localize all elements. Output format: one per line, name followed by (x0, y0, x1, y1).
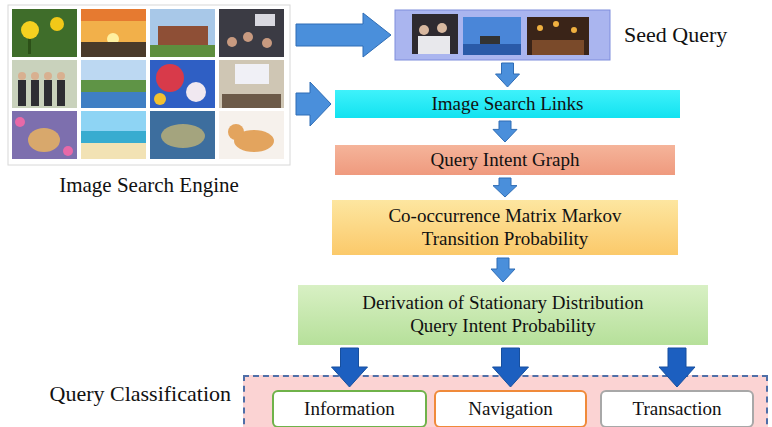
photo (219, 60, 284, 108)
photo (150, 111, 215, 159)
photo-detail (18, 80, 26, 106)
process-bar: Query Intent Graph (335, 145, 675, 175)
photo-detail (81, 131, 146, 143)
photo-detail (255, 14, 275, 26)
photo-detail (81, 9, 146, 21)
photo-detail (571, 27, 577, 33)
photo (81, 60, 146, 108)
photo-detail (28, 128, 60, 152)
node-caption: Seed Query (624, 22, 727, 48)
photo-detail (15, 117, 25, 127)
photo (150, 9, 215, 57)
photo (219, 111, 284, 159)
photo-detail (227, 37, 237, 47)
photo-detail (161, 124, 205, 148)
photo (12, 111, 77, 159)
photo-detail (419, 25, 429, 35)
block-arrow (659, 348, 695, 387)
photo-detail (222, 94, 281, 108)
photo-detail (154, 93, 166, 105)
photo-detail (21, 21, 39, 39)
photo-detail (532, 40, 584, 55)
photo (527, 17, 589, 55)
node-caption: Image Search Engine (8, 173, 290, 198)
class-box: Transaction (600, 390, 754, 427)
photo-detail (57, 72, 65, 80)
seed-query-box: Seed Query (395, 10, 610, 60)
class-box: Navigation (434, 390, 587, 427)
photo-detail (81, 42, 146, 57)
photo-detail (437, 23, 447, 33)
process-bar: Co-occurrence Matrix Markov Transition P… (332, 200, 678, 255)
node-label: Derivation of Stationary Distribution Qu… (343, 292, 663, 338)
photo (412, 14, 458, 54)
photo (81, 9, 146, 57)
photo-detail (81, 80, 146, 92)
photo-detail (418, 36, 450, 54)
node-label: Navigation (468, 398, 552, 421)
block-arrow (296, 13, 391, 57)
photo-detail (186, 82, 206, 102)
photo (219, 9, 284, 57)
class-box: Information (272, 390, 427, 427)
photo-detail (537, 25, 543, 31)
node-label: Information (304, 398, 395, 421)
photo-detail (31, 80, 39, 106)
node-label: Transaction (632, 398, 721, 421)
photo (463, 17, 521, 55)
block-arrow (493, 121, 517, 142)
block-arrow (496, 63, 520, 87)
node-caption: Query Classification (50, 381, 231, 407)
photo (150, 60, 215, 108)
block-arrow (493, 348, 529, 387)
block-arrow (296, 82, 331, 126)
photo-detail (44, 80, 52, 106)
photo-detail (463, 44, 521, 55)
photo-detail (18, 72, 26, 80)
block-arrow (493, 178, 517, 197)
photo-detail (243, 32, 253, 42)
photo-detail (150, 45, 215, 57)
photo-detail (156, 64, 184, 92)
block-arrow (491, 258, 515, 282)
photo-detail (63, 146, 73, 156)
image-grid-frame (8, 5, 290, 165)
photo (12, 60, 77, 108)
node-label: Query Intent Graph (431, 149, 580, 172)
photo (12, 9, 77, 57)
photo-detail (262, 38, 272, 48)
image-grid: Image Search Engine (8, 5, 290, 165)
photo-detail (81, 143, 146, 159)
classification-group: InformationNavigationTransactionQuery Cl… (243, 375, 768, 427)
photo-detail (228, 124, 244, 140)
photo-detail (553, 21, 559, 27)
photo-detail (50, 17, 64, 31)
node-label: Co-occurrence Matrix Markov Transition P… (365, 205, 645, 251)
photo-detail (81, 92, 146, 108)
process-bar: Image Search Links (335, 90, 680, 118)
photo-detail (480, 36, 500, 44)
node-label: Image Search Links (432, 93, 584, 116)
photo-detail (158, 26, 208, 45)
photo-detail (44, 72, 52, 80)
process-bar: Derivation of Stationary Distribution Qu… (298, 285, 708, 345)
block-arrow (332, 348, 368, 387)
photo (81, 111, 146, 131)
photo-detail (31, 72, 39, 80)
photo-detail (57, 80, 65, 106)
photo-detail (235, 64, 269, 84)
seed-query-frame (395, 10, 610, 60)
